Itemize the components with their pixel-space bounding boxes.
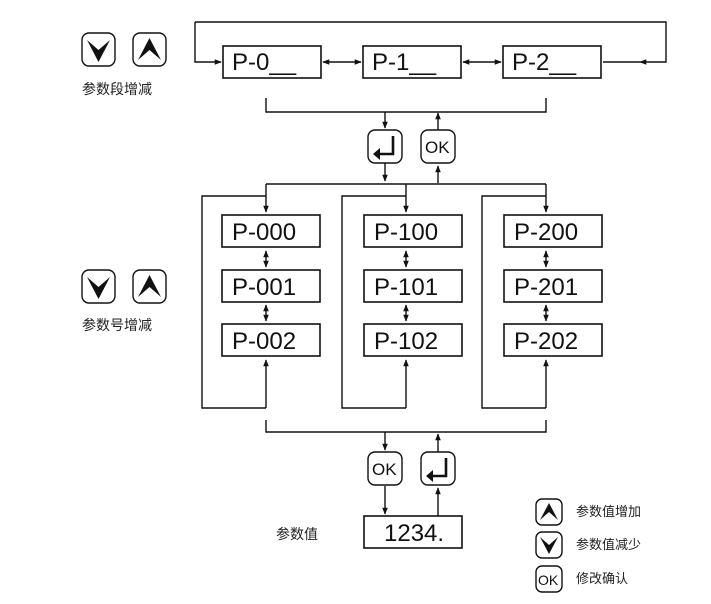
param-column-frame-0 [201,195,266,409]
segment-label: 参数段增减 [82,81,152,98]
legend: 参数值增加 参数值减少 OK 修改确认 [535,498,641,593]
value-display: 1234. [363,515,463,549]
down-arrow-icon [87,277,110,299]
param-text-0-2: P-002 [232,328,296,355]
segment-loop [194,22,222,65]
ok-button-bottom[interactable]: OK [367,451,403,486]
legend-up-text: 参数值增加 [576,504,641,520]
legend-ok-text: 修改确认 [576,572,628,587]
param-text-1-2: P-102 [374,328,438,355]
param-down-button[interactable] [81,269,116,304]
ok-icon: OK [372,460,397,479]
segment-up-button[interactable] [132,32,167,67]
legend-up-button [535,498,563,526]
ok-button-top[interactable]: OK [420,129,456,164]
enter-return-icon [430,458,448,478]
param-text-0-0: P-000 [232,219,296,246]
down-arrow-icon [87,40,110,62]
enter-button-bottom[interactable] [420,451,456,486]
enter-return-icon [377,136,395,156]
up-arrow-icon [138,275,161,297]
ok-icon: OK [425,138,450,157]
param-text-0-1: P-001 [232,274,296,301]
value-text: 1234. [384,520,444,547]
segment-text-0: P-0__ [232,49,297,76]
param-box-0-1: P-001 [221,269,321,303]
param-box-0-0: P-000 [221,214,321,248]
down-arrow-icon [540,537,558,554]
param-up-button[interactable] [132,269,167,304]
param-text-1-0: P-100 [374,219,438,246]
param-box-2-1: P-201 [503,269,603,303]
param-box-0-2: P-002 [221,323,321,357]
param-box-1-0: P-100 [363,214,463,248]
up-arrow-icon [540,503,558,520]
param-box-2-2: P-202 [503,323,603,357]
segment-text-1: P-1__ [372,49,437,76]
legend-down-button [535,531,563,559]
ok-icon: OK [538,572,559,588]
legend-ok-button: OK [535,565,563,593]
segment-text-2: P-2__ [512,49,577,76]
param-box-2-0: P-200 [503,214,603,248]
legend-down-text: 参数值减少 [576,537,641,553]
param-text-1-1: P-101 [374,274,438,301]
param-text-2-2: P-202 [514,328,578,355]
param-column-frame-2 [481,195,546,409]
up-arrow-icon [138,38,161,60]
param-label: 参数号增减 [82,317,152,334]
segment-box-0: P-0__ [222,45,322,79]
segment-box-1: P-1__ [362,45,462,79]
param-box-1-2: P-102 [363,323,463,357]
param-text-2-0: P-200 [514,219,578,246]
param-box-1-1: P-101 [363,269,463,303]
enter-button-top[interactable] [367,129,403,164]
param-column-frame-1 [341,195,406,409]
segment-down-button[interactable] [81,32,116,67]
value-label: 参数值 [276,526,318,543]
segment-box-2: P-2__ [502,45,602,79]
param-text-2-1: P-201 [514,274,578,301]
